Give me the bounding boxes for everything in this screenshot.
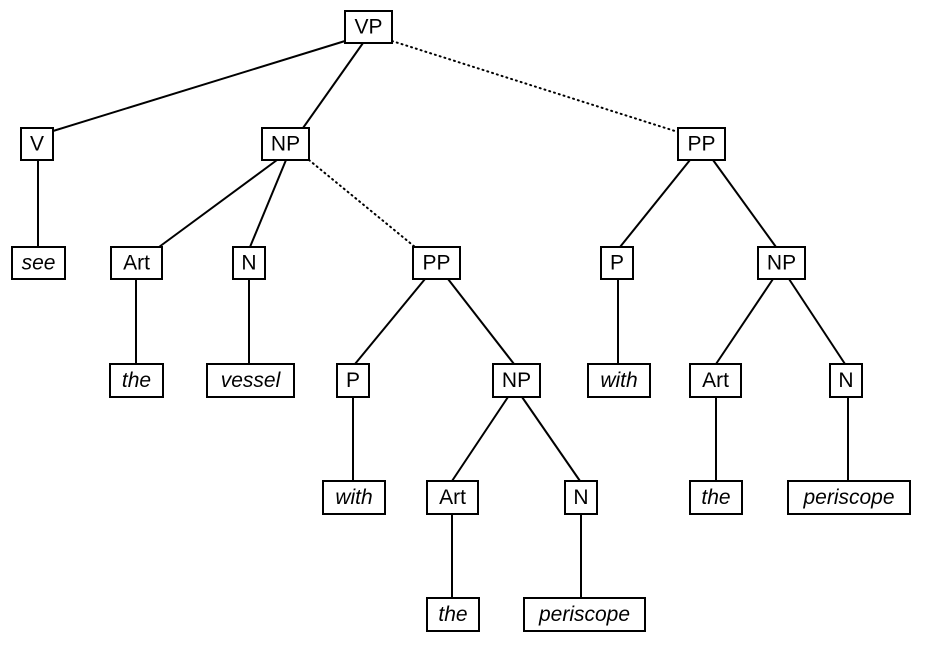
tree-edge-vp-to-np (302, 42, 364, 129)
tree-node-see[interactable]: see (11, 246, 66, 280)
tree-edge-np-to-pp-mid (308, 159, 416, 248)
node-label-see: see (22, 252, 56, 275)
tree-node-n-right[interactable]: N (829, 363, 863, 398)
tree-node-art-mid[interactable]: Art (426, 480, 479, 515)
node-label-with-right: with (600, 369, 637, 392)
node-label-art-mid: Art (439, 486, 466, 509)
node-box-see (11, 246, 66, 280)
tree-node-pp-right[interactable]: PP (677, 127, 726, 161)
node-label-np-mid: NP (502, 369, 531, 392)
tree-node-art-1[interactable]: Art (110, 246, 163, 280)
tree-edge-np-to-art (158, 159, 278, 248)
tree-node-p-mid[interactable]: P (336, 363, 370, 398)
node-label-v-1: V (30, 133, 44, 156)
node-label-p-right: P (610, 252, 624, 275)
node-box-periscope-right (787, 480, 911, 515)
tree-node-np-1[interactable]: NP (261, 127, 310, 161)
node-box-the-right (689, 480, 743, 515)
tree-edge-pp-mid-to-np (447, 278, 515, 365)
edge-layer (37, 40, 849, 598)
tree-node-the-1[interactable]: the (109, 363, 164, 398)
tree-edge-pp-right-to-p (619, 159, 691, 248)
tree-edge-vp-to-pp-right (391, 40, 679, 133)
node-box-n-mid (564, 480, 598, 515)
node-box-np-1 (261, 127, 310, 161)
node-box-art-1 (110, 246, 163, 280)
node-label-pp-mid: PP (422, 252, 450, 275)
tree-edge-np-mid-to-n (521, 396, 581, 482)
tree-edge-pp-mid-to-p (354, 278, 426, 365)
tree-node-np-right[interactable]: NP (757, 246, 806, 280)
tree-node-with-right[interactable]: with (587, 363, 651, 398)
tree-node-vp-root[interactable]: VP (344, 10, 393, 44)
tree-node-the-right[interactable]: the (689, 480, 743, 515)
node-box-periscope-mid (523, 597, 646, 632)
tree-edge-np-right-to-art (715, 278, 774, 365)
node-box-art-mid (426, 480, 479, 515)
tree-edge-vp-to-v (52, 40, 346, 132)
tree-node-v-1[interactable]: V (20, 127, 54, 161)
tree-node-with-mid[interactable]: with (322, 480, 386, 515)
node-box-pp-mid (412, 246, 461, 280)
node-box-np-mid (492, 363, 541, 398)
node-box-with-mid (322, 480, 386, 515)
tree-node-the-mid[interactable]: the (426, 597, 480, 632)
tree-edge-pp-right-to-np (712, 159, 777, 248)
node-label-the-right: the (701, 486, 730, 509)
node-label-p-mid: P (346, 369, 360, 392)
node-box-p-right (600, 246, 634, 280)
node-box-art-right (689, 363, 742, 398)
node-box-np-right (757, 246, 806, 280)
node-label-n-right: N (838, 369, 853, 392)
tree-edge-np-right-to-n (788, 278, 846, 365)
node-label-np-right: NP (767, 252, 796, 275)
tree-node-p-right[interactable]: P (600, 246, 634, 280)
tree-node-art-right[interactable]: Art (689, 363, 742, 398)
node-label-n-1: N (241, 252, 256, 275)
node-box-n-1 (232, 246, 266, 280)
node-label-n-mid: N (573, 486, 588, 509)
tree-edge-np-mid-to-art (451, 396, 509, 482)
node-label-vessel: vessel (221, 369, 282, 392)
node-box-pp-right (677, 127, 726, 161)
node-box-n-right (829, 363, 863, 398)
node-label-with-mid: with (335, 486, 372, 509)
node-label-np-1: NP (271, 133, 300, 156)
node-box-with-right (587, 363, 651, 398)
node-label-the-1: the (122, 369, 151, 392)
node-label-periscope-right: periscope (802, 486, 894, 509)
node-label-the-mid: the (438, 603, 467, 626)
node-label-art-1: Art (123, 252, 150, 275)
tree-node-vessel[interactable]: vessel (206, 363, 295, 398)
tree-node-np-mid[interactable]: NP (492, 363, 541, 398)
node-label-art-right: Art (702, 369, 729, 392)
node-label-pp-right: PP (687, 133, 715, 156)
node-box-the-mid (426, 597, 480, 632)
node-box-p-mid (336, 363, 370, 398)
tree-node-n-mid[interactable]: N (564, 480, 598, 515)
node-label-periscope-mid: periscope (538, 603, 630, 626)
tree-edge-np-to-n (249, 159, 287, 248)
tree-node-periscope-mid[interactable]: periscope (523, 597, 646, 632)
tree-node-pp-mid[interactable]: PP (412, 246, 461, 280)
tree-node-n-1[interactable]: N (232, 246, 266, 280)
node-box-v-1 (20, 127, 54, 161)
node-label-vp-root: VP (354, 16, 382, 39)
node-box-the-1 (109, 363, 164, 398)
node-box-vessel (206, 363, 295, 398)
tree-node-periscope-right[interactable]: periscope (787, 480, 911, 515)
node-box-vp-root (344, 10, 393, 44)
